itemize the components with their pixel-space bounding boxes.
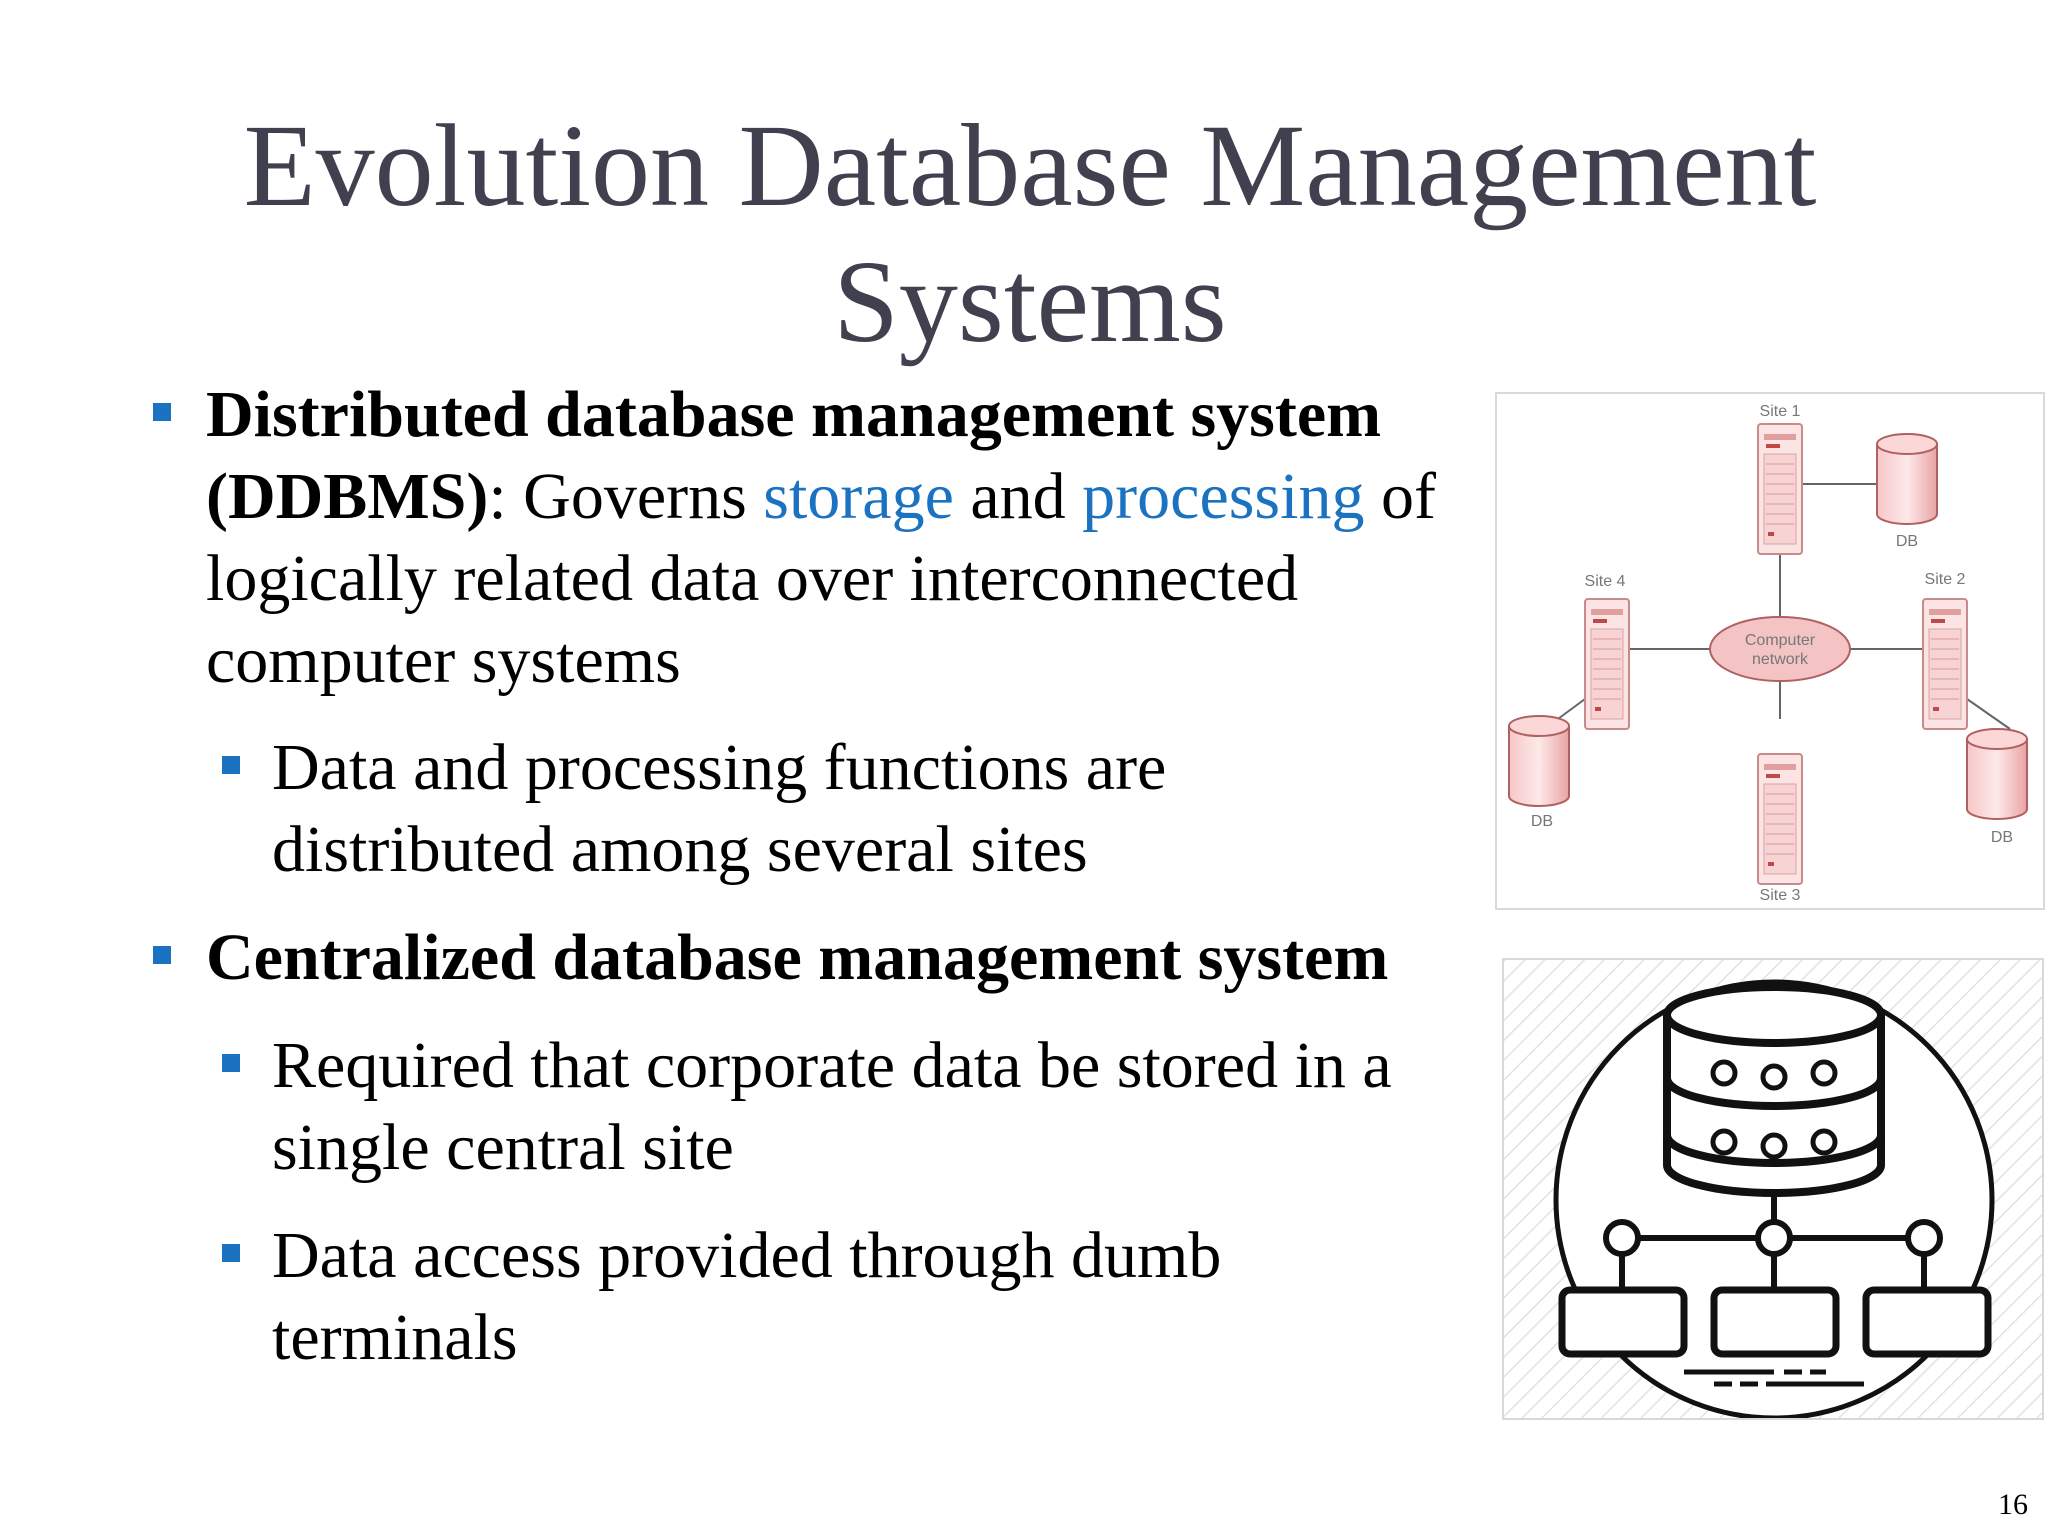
bullet-ddbms: Distributed database management system (…	[206, 374, 1496, 702]
sub-bullet-marker	[222, 756, 240, 774]
sub-bullet-marker	[222, 1054, 240, 1072]
colon: :	[488, 460, 507, 533]
sub-bullet-distributed: Data and processing functions are distri…	[272, 731, 1167, 886]
sub-bullet-dumb-terminals: Data access provided through dumb termin…	[272, 1219, 1222, 1374]
page-number: 16	[1998, 1488, 2028, 1521]
distributed-network-figure: Computer network Site 1 DB Site 2 Site 4…	[1495, 392, 2045, 910]
site-2-label: Site 2	[1925, 571, 1966, 588]
site-1-label: Site 1	[1760, 403, 1801, 420]
network-label-1: Computer	[1745, 632, 1816, 649]
centralized-database-icon	[1504, 960, 2042, 1418]
title-line-2: Systems	[833, 236, 1227, 367]
ddbms-text-c: of logically related data over interconn…	[206, 460, 1436, 697]
db-label-2: DB	[1531, 813, 1553, 830]
ddbms-text-b: and	[953, 460, 1083, 533]
network-label-2: network	[1752, 651, 1809, 668]
highlight-processing: processing	[1082, 460, 1365, 533]
title-line-1: Evolution Database Management	[243, 100, 1817, 231]
term-centralized: Centralized database management system	[206, 921, 1389, 994]
bullet-centralized: Centralized database management system	[206, 917, 1496, 999]
distributed-network-icon: Computer network Site 1 DB Site 2 Site 4…	[1508, 403, 2028, 904]
sub-bullet-central-site: Required that corporate data be stored i…	[272, 1029, 1392, 1184]
db-label-3: DB	[1991, 829, 2013, 846]
site-3-label: Site 3	[1760, 887, 1801, 904]
highlight-storage: storage	[763, 460, 954, 533]
site-4-label: Site 4	[1585, 573, 1626, 590]
centralized-database-figure	[1502, 958, 2044, 1420]
db-label-1: DB	[1896, 533, 1918, 550]
sub-bullet-marker	[222, 1244, 240, 1262]
slide-title: Evolution Database Management Systems	[140, 98, 1920, 370]
term-ddbms: Distributed database management system (…	[206, 378, 1382, 533]
bullet-marker	[153, 946, 171, 964]
ddbms-text-a: Governs	[506, 460, 764, 533]
bullet-marker	[153, 403, 171, 421]
